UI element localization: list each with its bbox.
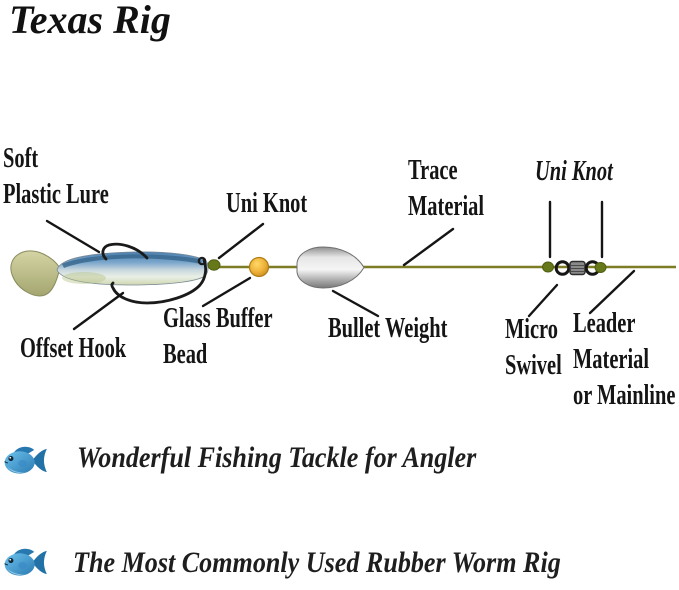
uni-knot-left-knot bbox=[207, 259, 221, 271]
pointer-offset-hook bbox=[72, 291, 125, 331]
label-leader-material-mainline: Leader Material or Mainline bbox=[573, 306, 675, 414]
fish-icon bbox=[3, 444, 48, 477]
swivel-knot-right bbox=[594, 262, 607, 273]
lure-tail bbox=[10, 250, 61, 297]
pointer-leader bbox=[588, 269, 636, 315]
bullet-weight bbox=[296, 246, 365, 289]
hook-point bbox=[101, 242, 149, 261]
label-line: Leader bbox=[573, 308, 636, 339]
label-line: Micro bbox=[505, 314, 558, 345]
pointer-uni-knot-left bbox=[217, 222, 265, 260]
label-uni-knot-right: Uni Knot bbox=[535, 156, 613, 187]
offset-hook bbox=[101, 242, 208, 305]
micro-swivel bbox=[542, 260, 607, 276]
swivel-knot-left bbox=[542, 261, 554, 273]
label-soft-plastic-lure: Soft Plastic Lure bbox=[3, 141, 109, 213]
label-line: Soft bbox=[3, 143, 39, 174]
label-line: Plastic Lure bbox=[3, 179, 109, 210]
label-bullet-weight: Bullet Weight bbox=[328, 313, 448, 344]
lure-back-stripe bbox=[62, 254, 202, 268]
label-offset-hook: Offset Hook bbox=[20, 333, 127, 364]
caption-tagline-2: The Most Commonly Used Rubber Worm Rig bbox=[73, 546, 561, 579]
pointer-soft-plastic-lure bbox=[45, 219, 101, 254]
swivel-ring-left bbox=[554, 260, 571, 276]
soft-plastic-lure bbox=[10, 250, 209, 297]
pointer-trace-material bbox=[402, 227, 455, 267]
label-glass-buffer-bead: Glass Buffer Bead bbox=[163, 301, 273, 373]
pointer-micro-swivel bbox=[527, 283, 559, 318]
label-line: Trace bbox=[408, 155, 458, 186]
glass-buffer-bead bbox=[248, 256, 270, 278]
label-line: Glass Buffer bbox=[163, 303, 273, 334]
page-title: Texas Rig bbox=[9, 0, 171, 42]
label-line: or Mainline bbox=[573, 380, 676, 411]
label-line: Bead bbox=[163, 339, 208, 370]
hook-eye bbox=[197, 256, 207, 266]
label-line: Material bbox=[573, 344, 650, 375]
label-trace-material: Trace Material bbox=[408, 153, 484, 225]
caption-tagline-1: Wonderful Fishing Tackle for Angler bbox=[77, 441, 477, 474]
label-micro-swivel: Micro Swivel bbox=[505, 312, 562, 384]
label-line: Material bbox=[408, 191, 485, 222]
pointer-bullet-weight bbox=[331, 289, 380, 318]
pointer-lines bbox=[45, 200, 636, 331]
hook-bend bbox=[110, 258, 208, 305]
fish-icon bbox=[3, 546, 48, 579]
label-uni-knot-left: Uni Knot bbox=[226, 188, 308, 219]
lure-belly-tint bbox=[62, 272, 106, 284]
label-line: Swivel bbox=[505, 350, 562, 381]
pointer-glass-buffer-bead bbox=[201, 276, 252, 308]
